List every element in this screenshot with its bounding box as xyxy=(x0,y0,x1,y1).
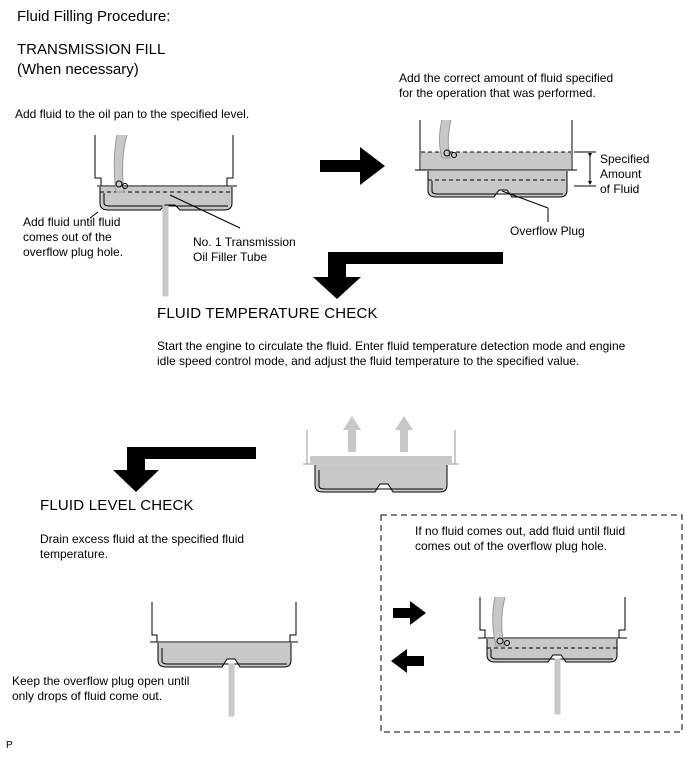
arrow-down-left-icon-2 xyxy=(113,447,256,492)
page-title: Fluid Filling Procedure: xyxy=(17,8,171,25)
level-check-text: Drain excess fluid at the specified flui… xyxy=(40,532,245,561)
oil-pan-fill-illustration xyxy=(89,134,241,297)
transmission-fill-heading: TRANSMISSION FILL xyxy=(17,41,166,58)
oil-pan-heating-illustration xyxy=(303,416,459,493)
transmission-fill-subheading: (When necessary) xyxy=(17,61,139,78)
oil-pan-specified-amount-illustration xyxy=(415,119,596,222)
level-check-heading: FLUID LEVEL CHECK xyxy=(40,497,194,514)
temperature-check-text: Start the engine to circulate the fluid.… xyxy=(157,339,626,368)
fill-right-text: Add the correct amount of fluid specifie… xyxy=(399,71,614,100)
arrow-left-small-icon xyxy=(391,649,424,673)
fill-left-callout: Add fluid until fluid comes out of the o… xyxy=(23,215,124,259)
no-fluid-dashed-box xyxy=(380,514,683,733)
no-fluid-box-text: If no fluid comes out, add fluid until f… xyxy=(415,524,626,553)
arrow-right-icon xyxy=(320,147,385,185)
overflow-plug-label: Overflow Plug xyxy=(510,224,585,238)
specified-amount-label: Specified Amount of Fluid xyxy=(600,152,650,196)
keep-plug-open-text: Keep the overflow plug open until only d… xyxy=(12,674,190,703)
oil-pan-refill-illustration xyxy=(478,596,627,715)
figure-code: P xyxy=(6,740,13,751)
tube-label: No. 1 Transmission Oil Filler Tube xyxy=(193,235,296,264)
oil-pan-draining-illustration xyxy=(150,602,298,717)
arrow-down-left-icon xyxy=(313,252,503,299)
temperature-check-heading: FLUID TEMPERATURE CHECK xyxy=(157,305,378,322)
arrow-right-small-icon xyxy=(393,601,426,625)
fill-step-text: Add fluid to the oil pan to the specifie… xyxy=(15,107,250,121)
